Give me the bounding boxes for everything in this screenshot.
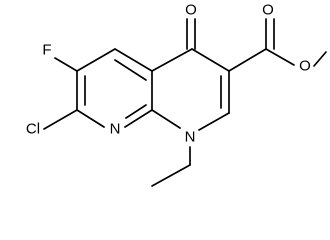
bond: [313, 51, 327, 67]
bond: [125, 104, 147, 119]
atom-labels: O O O F Cl N N: [26, 2, 311, 146]
atom-n-amine: N: [185, 129, 196, 146]
bond: [191, 48, 230, 72]
bond: [265, 48, 295, 66]
bond: [198, 112, 230, 131]
atom-cl: Cl: [26, 121, 40, 138]
atom-f: F: [42, 42, 51, 59]
chemical-structure: O O O F Cl N N: [26, 2, 327, 187]
bond: [228, 48, 267, 72]
bond: [54, 57, 78, 72]
bond: [76, 109, 105, 128]
atom-o-ketone: O: [185, 2, 197, 19]
bond: [151, 109, 181, 129]
bond-lines: [43, 18, 327, 187]
atom-n-pyridine: N: [110, 121, 121, 138]
bond: [76, 48, 116, 72]
bond: [151, 164, 191, 187]
bond: [43, 109, 78, 130]
bond: [124, 109, 153, 128]
bond: [151, 48, 193, 72]
atom-o-carbonyl: O: [262, 2, 274, 19]
bond: [114, 48, 153, 72]
atom-o-ester: O: [299, 58, 311, 75]
bond: [114, 59, 147, 81]
